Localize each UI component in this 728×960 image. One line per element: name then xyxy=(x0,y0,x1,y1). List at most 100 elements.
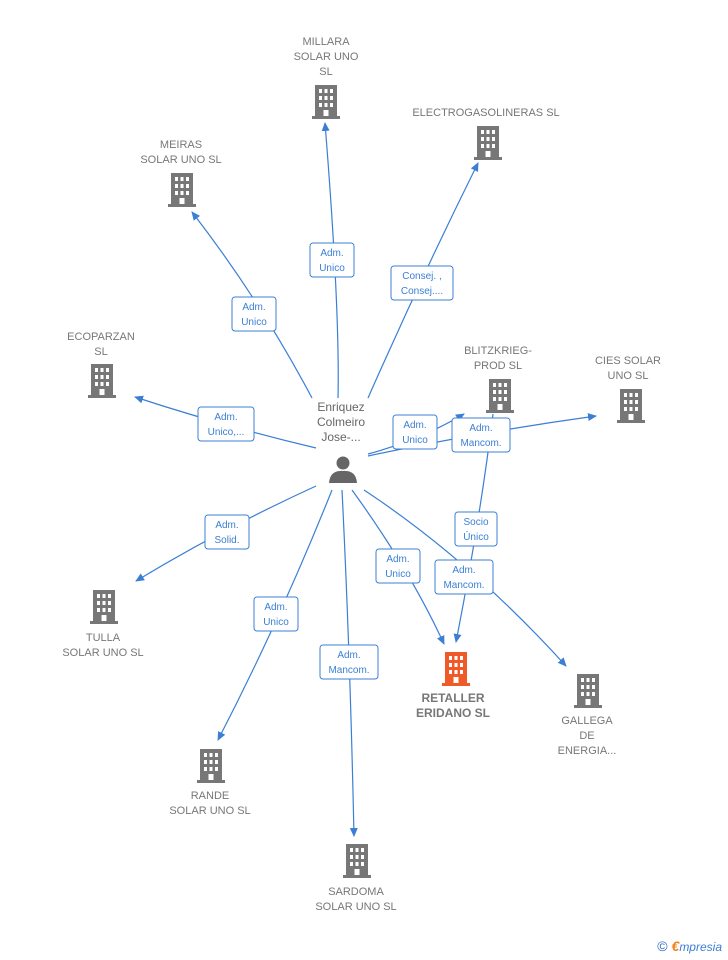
company-label-line: RANDE xyxy=(191,790,230,802)
company-label-line: BLITZKRIEG- xyxy=(464,345,532,357)
person-node[interactable]: EnriquezColmeiroJose-... xyxy=(317,400,365,483)
company-node-blitzkrieg[interactable]: BLITZKRIEG- PROD SL xyxy=(464,345,532,413)
relation-box xyxy=(253,596,299,632)
company-label-line: ENERGIA... xyxy=(558,745,617,757)
building-icon xyxy=(574,674,602,708)
relation-label-r-electro[interactable]: Consej. , Consej.... xyxy=(390,265,454,301)
relation-label-r-retaller[interactable]: Adm. Unico xyxy=(375,548,421,584)
company-label-line: ELECTROGASOLINERAS SL xyxy=(412,107,559,119)
building-icon xyxy=(343,844,371,878)
relation-text-line: Socio xyxy=(463,517,488,528)
company-node-cies[interactable]: CIES SOLAR UNO SL xyxy=(595,355,661,423)
person-name-line: Jose-... xyxy=(321,430,360,444)
company-node-tulla[interactable]: TULLA SOLAR UNO SL xyxy=(62,590,144,659)
relation-box xyxy=(197,406,255,442)
building-icon xyxy=(312,85,340,119)
relation-box xyxy=(390,265,454,301)
company-node-millara[interactable]: MILLARA SOLAR UNO SL xyxy=(294,36,359,119)
company-label-line: TULLA xyxy=(86,632,121,644)
relation-label-r-sardoma[interactable]: Adm.Mancom. xyxy=(319,644,379,680)
relation-text-line: Adm. xyxy=(215,520,238,531)
relation-text-line: Único xyxy=(463,530,489,543)
company-node-gallega[interactable]: GALLEGA DE ENERGIA... xyxy=(558,674,617,757)
company-label-line: SOLAR UNO SL xyxy=(169,805,250,817)
relation-text-line: Adm. xyxy=(469,423,492,434)
relation-box xyxy=(434,559,494,595)
company-label-line: SARDOMA xyxy=(328,886,384,898)
relation-text-line: Adm. xyxy=(264,602,287,613)
brand-e-letter: € xyxy=(671,938,680,954)
relation-box xyxy=(231,296,277,332)
edges xyxy=(134,122,597,837)
person-name-line: Enriquez xyxy=(317,400,364,414)
company-node-electrogasolineras[interactable]: ELECTROGASOLINERAS SL xyxy=(412,107,560,160)
company-label-line: UNO SL xyxy=(608,370,649,382)
company-label-line: CIES SOLAR xyxy=(595,355,661,367)
company-node-ecoparzan[interactable]: ECOPARZAN SL xyxy=(67,331,135,398)
company-label-line: SOLAR UNO xyxy=(294,51,359,63)
relation-text-line: Solid. xyxy=(214,535,239,546)
relation-text-line: Adm. xyxy=(452,565,475,576)
relation-box xyxy=(392,414,438,450)
company-label-line: RETALLER xyxy=(421,691,484,705)
relation-text-line: Unico xyxy=(402,435,428,446)
relation-label-r-tulla[interactable]: Adm. Solid. xyxy=(204,514,250,550)
company-node-rande[interactable]: RANDE SOLAR UNO SL xyxy=(169,749,251,817)
relation-label-r-blitzkrieg[interactable]: Adm. Unico xyxy=(392,414,438,450)
person-icon xyxy=(329,456,357,483)
relation-label-r-rande[interactable]: Adm. Unico xyxy=(253,596,299,632)
edge-to-millara xyxy=(321,122,339,399)
person-name-line: Colmeiro xyxy=(317,415,365,429)
building-icon xyxy=(88,364,116,398)
relation-box xyxy=(451,417,511,453)
company-label-line: SOLAR UNO SL xyxy=(62,647,143,659)
building-icon xyxy=(486,379,514,413)
company-label-line: MILLARA xyxy=(302,36,350,48)
relation-label-r-cies[interactable]: Adm.Mancom. xyxy=(451,417,511,453)
building-icon xyxy=(474,126,502,160)
relation-box xyxy=(204,514,250,550)
relation-text-line: Adm. xyxy=(242,302,265,313)
relation-text-line: Adm. xyxy=(214,412,237,423)
company-label-line: ECOPARZAN xyxy=(67,331,135,343)
building-icon xyxy=(442,652,470,686)
relation-text-line: Adm. xyxy=(386,554,409,565)
relation-text-line: Mancom. xyxy=(443,580,484,591)
building-icon xyxy=(197,749,225,783)
company-label-line: DE xyxy=(579,730,594,742)
relation-text-line: Unico xyxy=(241,317,267,328)
relation-box xyxy=(319,644,379,680)
company-label-line: PROD SL xyxy=(474,360,522,372)
company-node-sardoma[interactable]: SARDOMA SOLAR UNO SL xyxy=(315,844,397,913)
relation-text-line: Unico xyxy=(319,263,345,274)
relation-text-line: Unico xyxy=(385,569,411,580)
relation-box xyxy=(309,242,355,278)
copyright-icon: © xyxy=(657,938,668,954)
company-label-line: ERIDANO SL xyxy=(416,706,490,720)
relation-text-line: Consej.... xyxy=(401,286,443,297)
relation-text-line: Unico,... xyxy=(208,427,245,438)
relation-box xyxy=(454,511,498,547)
relation-label-r-meiras[interactable]: Adm. Unico xyxy=(231,296,277,332)
relation-box xyxy=(375,548,421,584)
relation-label-r-ecoparzan[interactable]: Adm. Unico,... xyxy=(197,406,255,442)
relation-text-line: Adm. xyxy=(403,420,426,431)
company-label-line: SOLAR UNO SL xyxy=(140,154,221,166)
relation-label-r-gallega[interactable]: Adm. Mancom. xyxy=(434,559,494,595)
relation-label-r-millara[interactable]: Adm.Unico xyxy=(309,242,355,278)
company-label-line: SL xyxy=(319,66,332,78)
company-label-line: SOLAR UNO SL xyxy=(315,901,396,913)
company-label-line: GALLEGA xyxy=(561,715,613,727)
relation-text-line: Consej. , xyxy=(402,271,441,282)
relation-text-line: Adm. xyxy=(337,650,360,661)
company-label-line: SL xyxy=(94,346,107,358)
building-icon xyxy=(90,590,118,624)
relation-text-line: Unico xyxy=(263,617,289,628)
building-icon xyxy=(168,173,196,207)
building-icon xyxy=(617,389,645,423)
brand-name: mpresia xyxy=(679,940,722,954)
